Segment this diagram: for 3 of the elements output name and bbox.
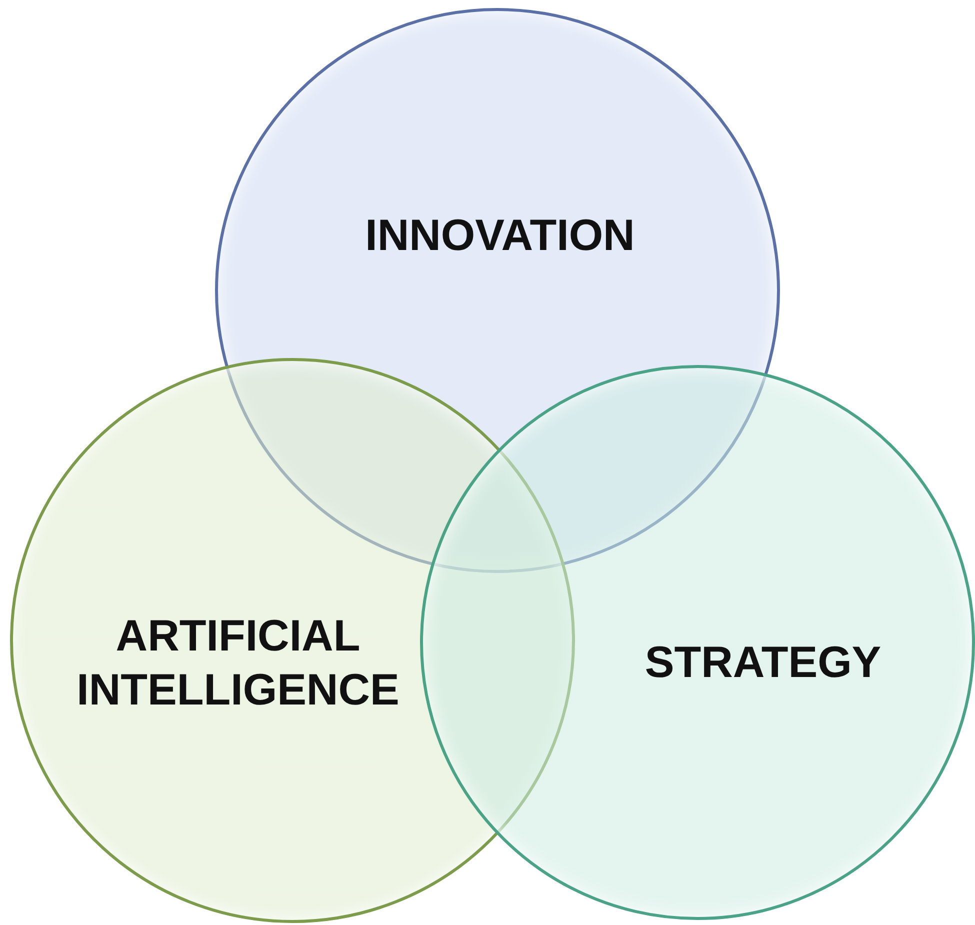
circle-label: ARTIFICIAL INTELLIGENCE [76,610,400,716]
circle-label: INNOVATION [364,210,636,262]
circle-label: STRATEGY [644,637,882,690]
